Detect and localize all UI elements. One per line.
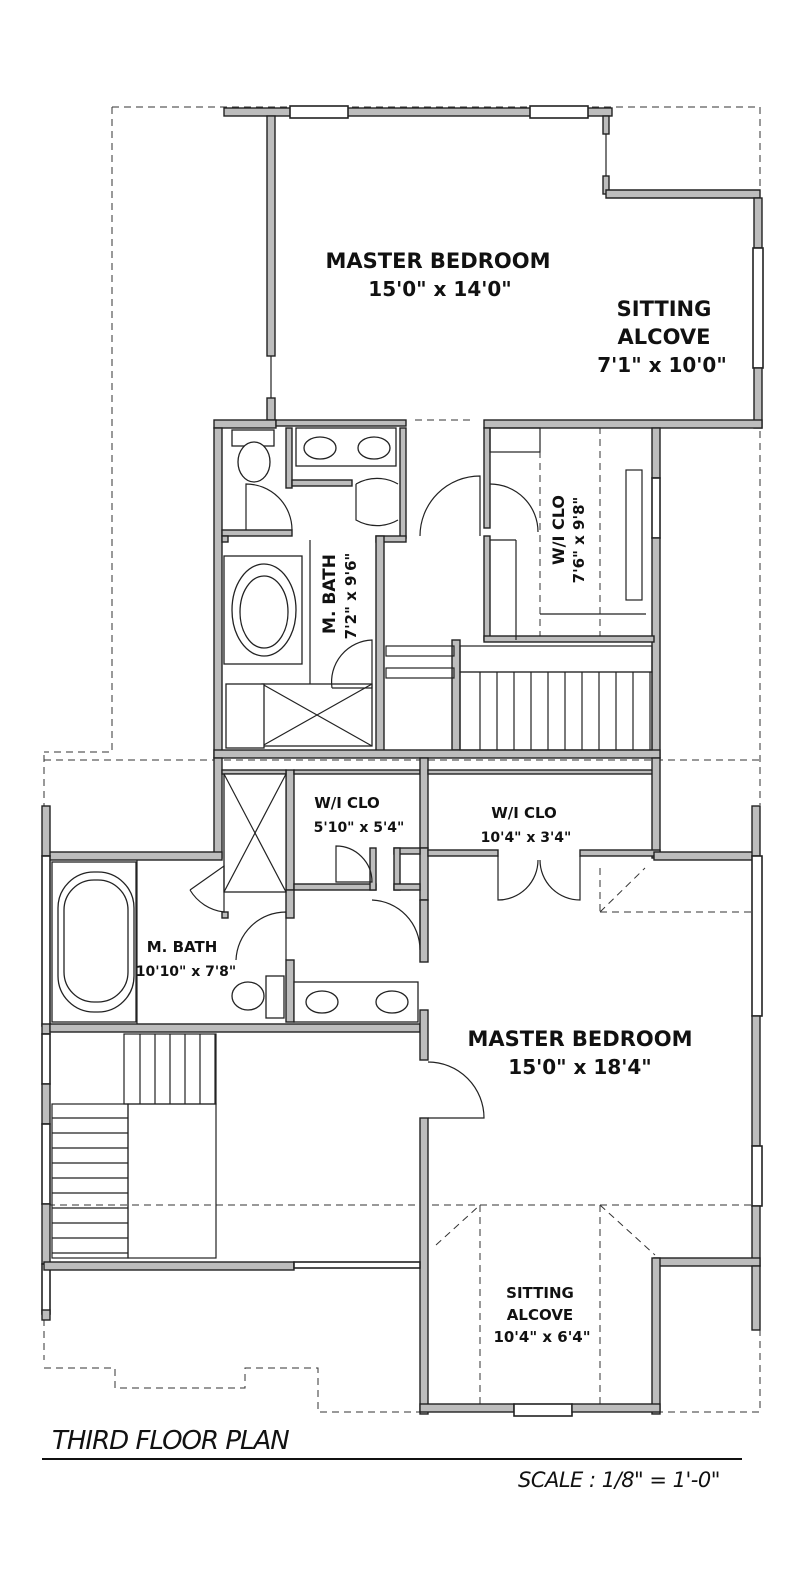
room-label-m-bath-upper: M. BATH <box>320 554 340 634</box>
lower-bath-fixtures <box>51 773 419 1024</box>
room-size-master-bedroom-lower: 15'0" x 18'4" <box>508 1055 651 1079</box>
room-label-wi-clo-wide: W/I CLO <box>491 804 557 822</box>
room-size-wi-clo-wide: 10'4" x 3'4" <box>481 830 572 846</box>
room-label-master-bedroom-lower: MASTER BEDROOM <box>468 1027 693 1051</box>
room-label-wi-clo-upper: W/I CLO <box>549 495 568 565</box>
upper-bath-fixtures <box>223 427 397 749</box>
room-label-wi-clo-small: W/I CLO <box>314 794 380 812</box>
room-size-m-bath-lower: 10'10" x 7'8" <box>136 964 236 980</box>
lower-doors <box>189 845 581 1119</box>
lower-stairs <box>51 1033 217 1259</box>
upper-doors <box>245 475 539 689</box>
room-size-master-bedroom-upper: 15'0" x 14'0" <box>368 277 511 301</box>
room-label-master-bedroom-upper: MASTER BEDROOM <box>326 249 551 273</box>
room-label-m-bath-lower: M. BATH <box>147 938 218 956</box>
room-size-wi-clo-small: 5'10" x 5'4" <box>314 820 405 836</box>
room-label-sitting-alcove-upper: SITTING <box>617 297 712 321</box>
room-size-m-bath-upper: 7'2" x 9'6" <box>342 553 360 640</box>
lower-unit-walls <box>41 757 763 1417</box>
room-size-sitting-alcove-upper: 7'1" x 10'0" <box>597 353 727 377</box>
room-size-wi-clo-upper: 7'6" x 9'8" <box>570 497 588 584</box>
room-label-sitting-alcove-upper-2: ALCOVE <box>618 325 711 349</box>
upper-unit-walls <box>213 105 764 759</box>
plan-title: THIRD FLOOR PLAN <box>52 1426 290 1456</box>
room-label-sitting-alcove-lower-2: ALCOVE <box>507 1306 573 1324</box>
title-underline <box>42 1458 742 1460</box>
room-labels: MASTER BEDROOM 15'0" x 14'0" SITTING ALC… <box>136 249 727 1346</box>
room-label-sitting-alcove-lower: SITTING <box>506 1284 574 1302</box>
room-size-sitting-alcove-lower: 10'4" x 6'4" <box>493 1328 590 1346</box>
plan-scale: SCALE : 1/8" = 1'-0" <box>518 1468 720 1492</box>
upper-stairs <box>385 645 653 751</box>
